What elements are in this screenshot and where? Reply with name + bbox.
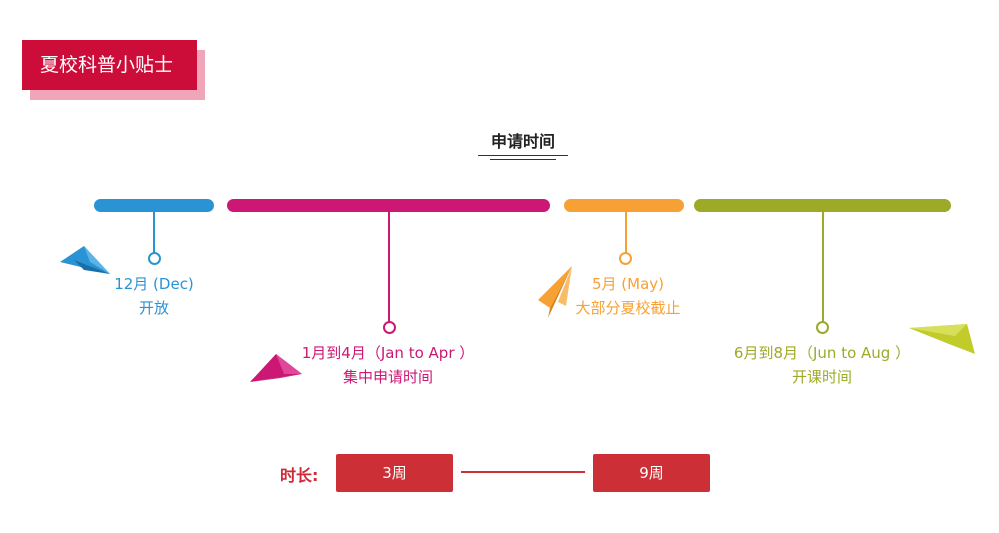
header-badge: 夏校科普小贴士 <box>22 40 197 90</box>
timeline-marker-jun-aug <box>816 321 829 334</box>
title-underline <box>478 155 568 156</box>
paper-plane-icon <box>250 354 302 382</box>
timeline-marker-dec <box>148 252 161 265</box>
timeline-bar-jan-apr <box>227 199 550 212</box>
timeline-bar-may <box>564 199 684 212</box>
timeline-desc: 大部分夏校截止 <box>575 299 681 317</box>
title-underline-secondary <box>490 159 556 160</box>
timeline-date: 6月到8月（Jun to Aug ） <box>733 344 911 362</box>
timeline-label-jan-apr: 1月到4月（Jan to Apr ） 集中申请时间 <box>268 341 508 389</box>
timeline-desc: 开课时间 <box>791 368 852 386</box>
timeline-marker-jan-apr <box>383 321 396 334</box>
timeline-bar-jun-aug <box>694 199 951 212</box>
timeline-marker-may <box>619 252 632 265</box>
timeline-stem-may <box>625 212 627 253</box>
duration-connector <box>461 471 585 473</box>
timeline-date: 1月到4月（Jan to Apr ） <box>301 344 475 362</box>
timeline-desc: 开放 <box>138 299 169 317</box>
timeline-date: 12月 (Dec) <box>114 275 194 293</box>
timeline-label-jun-aug: 6月到8月（Jun to Aug ） 开课时间 <box>702 341 942 389</box>
timeline-stem-dec <box>153 212 155 253</box>
paper-plane-icon <box>538 266 572 318</box>
timeline-label-dec: 12月 (Dec) 开放 <box>94 272 214 320</box>
timeline-label-may: 5月 (May) 大部分夏校截止 <box>558 272 698 320</box>
timeline-bar-dec <box>94 199 214 212</box>
timeline-stem-jan-apr <box>388 212 390 322</box>
paper-plane-icon <box>60 246 110 274</box>
duration-label: 时长: <box>280 466 319 485</box>
duration-end-box: 9周 <box>593 454 710 492</box>
timeline-desc: 集中申请时间 <box>342 368 433 386</box>
duration-start-box: 3周 <box>336 454 453 492</box>
section-title: 申请时间 <box>490 132 555 151</box>
paper-plane-icon <box>909 324 975 354</box>
timeline-stem-jun-aug <box>822 212 824 322</box>
timeline-date: 5月 (May) <box>591 275 665 293</box>
